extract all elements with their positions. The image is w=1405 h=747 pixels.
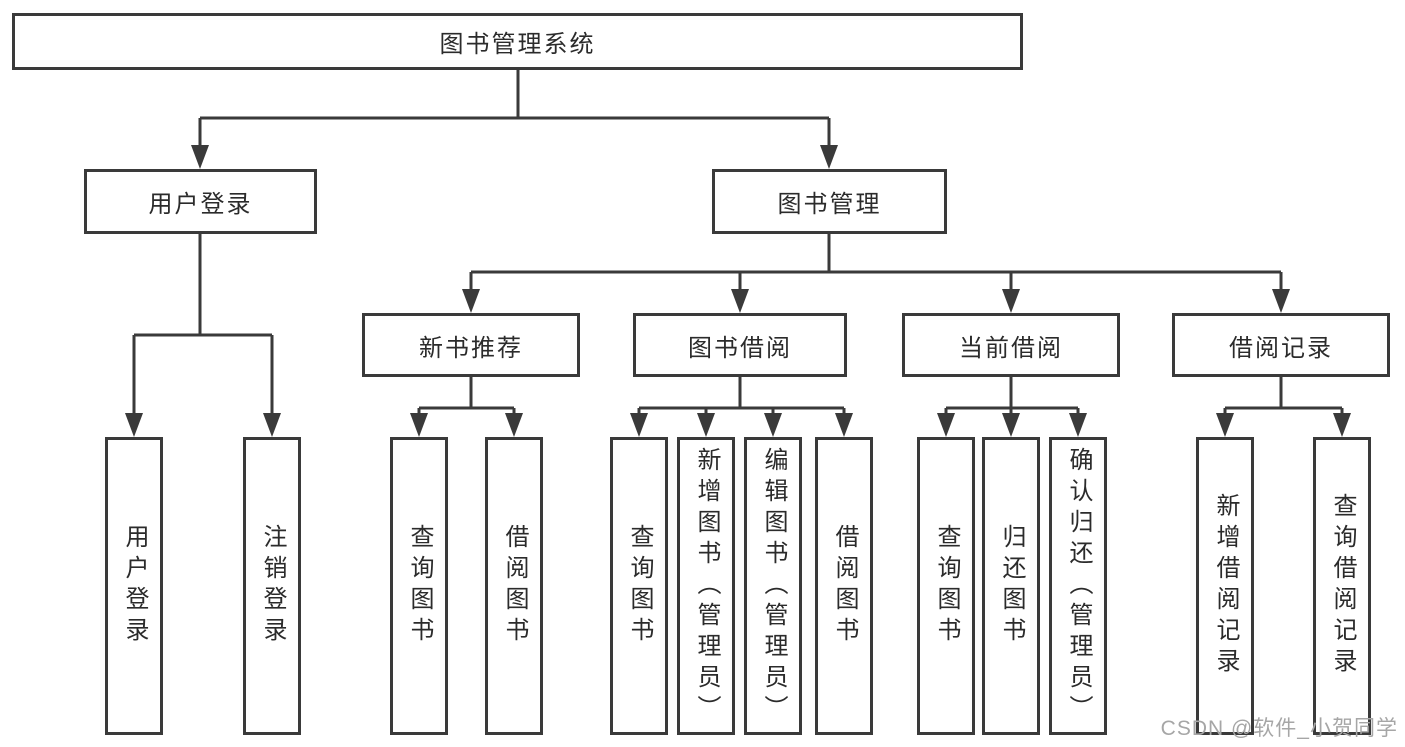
watermark: CSDN @软件_小贺同学 xyxy=(1160,717,1398,740)
leaf-label: 用户登录 xyxy=(121,524,148,648)
leaf-label: 归还图书 xyxy=(998,524,1025,648)
arrowheads xyxy=(125,145,1351,437)
node-current-borrowing: 当前借阅 xyxy=(902,313,1120,377)
leaf-newbooks-borrow-books: 借阅图书 xyxy=(485,437,543,735)
leaf-borrowing-borrow-books: 借阅图书 xyxy=(815,437,873,735)
leaf-label: 借阅图书 xyxy=(501,524,528,648)
node-label: 图书管理 xyxy=(777,191,882,218)
node-book-management: 图书管理 xyxy=(712,169,947,234)
node-label: 借阅记录 xyxy=(1229,334,1333,362)
leaf-label: 确认归还（管理员） xyxy=(1065,446,1092,726)
leaf-label: 借阅图书 xyxy=(831,524,858,648)
node-label: 图书管理系统 xyxy=(439,31,596,58)
leaf-label: 注销登录 xyxy=(259,524,286,648)
leaf-logout: 注销登录 xyxy=(243,437,301,735)
leaf-borrowing-add-books-admin: 新增图书（管理员） xyxy=(677,437,735,735)
leaf-current-query-books: 查询图书 xyxy=(917,437,975,735)
leaf-label: 查询图书 xyxy=(933,524,960,648)
leaf-label: 编辑图书（管理员） xyxy=(760,446,787,726)
leaf-label: 新增图书（管理员） xyxy=(693,446,720,726)
leaf-newbooks-query-books: 查询图书 xyxy=(390,437,448,735)
node-label: 新书推荐 xyxy=(419,334,523,362)
leaf-user-login: 用户登录 xyxy=(105,437,163,735)
leaf-label: 查询图书 xyxy=(406,524,433,648)
node-book-borrowing: 图书借阅 xyxy=(633,313,847,377)
node-user-login: 用户登录 xyxy=(84,169,317,234)
leaf-records-query-record: 查询借阅记录 xyxy=(1313,437,1371,735)
leaf-label: 新增借阅记录 xyxy=(1212,493,1239,679)
leaf-borrowing-query-books: 查询图书 xyxy=(610,437,668,735)
leaf-records-add-record: 新增借阅记录 xyxy=(1196,437,1254,735)
leaf-label: 查询图书 xyxy=(626,524,653,648)
leaf-label: 查询借阅记录 xyxy=(1329,493,1356,679)
node-library-management-system: 图书管理系统 xyxy=(12,13,1023,70)
node-label: 用户登录 xyxy=(148,191,253,218)
leaf-borrowing-edit-books-admin: 编辑图书（管理员） xyxy=(744,437,802,735)
node-borrowing-records: 借阅记录 xyxy=(1172,313,1390,377)
node-label: 当前借阅 xyxy=(959,334,1063,362)
node-label: 图书借阅 xyxy=(688,334,792,362)
leaf-current-confirm-return-admin: 确认归还（管理员） xyxy=(1049,437,1107,735)
leaf-current-return-books: 归还图书 xyxy=(982,437,1040,735)
node-new-book-recommendation: 新书推荐 xyxy=(362,313,580,377)
